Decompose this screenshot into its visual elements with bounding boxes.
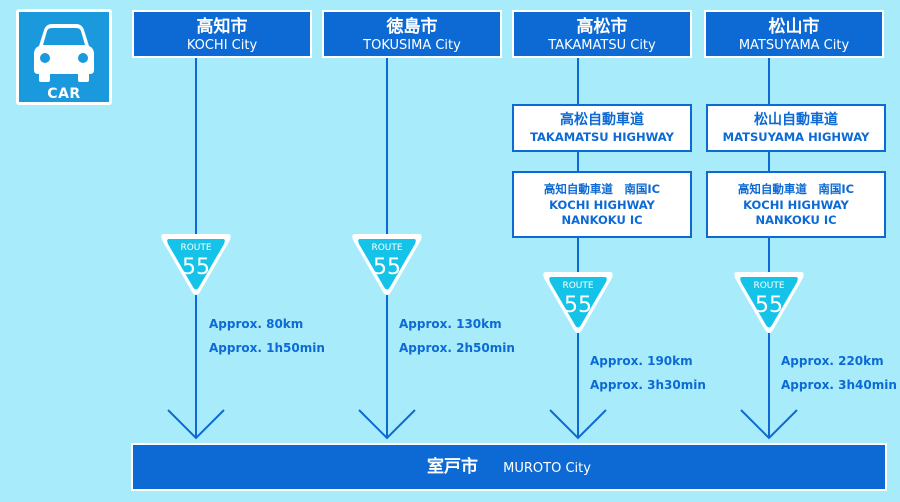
route-number: 55	[755, 293, 783, 318]
arrowhead-tokushima	[358, 409, 416, 440]
route-shield-kochi: ROUTE 55	[161, 234, 231, 295]
highway-takamatsu: 高松自動車道 TAKAMATSU HIGHWAY	[512, 104, 692, 152]
distance-takamatsu: Approx. 190km Approx. 3h30min	[590, 349, 706, 397]
city-name-en: TOKUSIMA City	[363, 38, 461, 53]
city-name-en: KOCHI City	[186, 38, 258, 53]
route-number: 55	[564, 293, 592, 318]
destination-name-en: MUROTO City	[503, 461, 591, 476]
interchange-name-jp: 高知自動車道 南国IC	[543, 182, 661, 196]
origin-matsuyama: 松山市 MATSUYAMA City	[704, 10, 884, 58]
interchange-ic-en: NANKOKU IC	[561, 213, 643, 227]
destination-name-jp: 室戸市	[427, 457, 479, 477]
city-name-jp: 高松市	[576, 17, 628, 37]
route-label: ROUTE	[562, 281, 593, 291]
route-label: ROUTE	[180, 243, 211, 253]
distance-kochi: Approx. 80km Approx. 1h50min	[209, 312, 325, 360]
distance-matsuyama: Approx. 220km Approx. 3h40min	[781, 349, 897, 397]
city-name-jp: 徳島市	[386, 17, 438, 37]
route-number: 55	[182, 255, 210, 280]
distance-text: Approx. 190km	[590, 354, 693, 368]
origin-kochi: 高知市 KOCHI City	[132, 10, 312, 58]
origin-takamatsu: 高松市 TAKAMATSU City	[512, 10, 692, 58]
highway-matsuyama: 松山自動車道 MATSUYAMA HIGHWAY	[706, 104, 886, 152]
route-shield-tokushima: ROUTE 55	[352, 234, 422, 295]
city-name-jp: 松山市	[768, 17, 820, 37]
highway-name-jp: 松山自動車道	[754, 112, 838, 128]
arrowhead-takamatsu	[549, 409, 607, 440]
car-badge: CAR	[16, 9, 112, 105]
highway-name-en: TAKAMATSU HIGHWAY	[530, 130, 674, 144]
time-text: Approx. 3h30min	[590, 378, 706, 392]
time-text: Approx. 2h50min	[399, 341, 515, 355]
distance-text: Approx. 80km	[209, 317, 304, 331]
distance-text: Approx. 130km	[399, 317, 502, 331]
route-label: ROUTE	[371, 243, 402, 253]
time-text: Approx. 1h50min	[209, 341, 325, 355]
destination-muroto: 室戸市 MUROTO City	[131, 443, 887, 491]
car-icon	[34, 24, 94, 82]
route-number: 55	[373, 255, 401, 280]
route-label: ROUTE	[753, 281, 784, 291]
interchange-ic-en: NANKOKU IC	[755, 213, 837, 227]
interchange-name-jp: 高知自動車道 南国IC	[737, 182, 855, 196]
arrowhead-matsuyama	[740, 409, 798, 440]
route-shield-matsuyama: ROUTE 55	[734, 272, 804, 333]
interchange-takamatsu: 高知自動車道 南国IC KOCHI HIGHWAY NANKOKU IC	[512, 171, 692, 238]
highway-name-jp: 高松自動車道	[560, 112, 644, 128]
distance-tokushima: Approx. 130km Approx. 2h50min	[399, 312, 515, 360]
time-text: Approx. 3h40min	[781, 378, 897, 392]
route-shield-takamatsu: ROUTE 55	[543, 272, 613, 333]
car-label: CAR	[47, 86, 81, 102]
arrowhead-kochi	[167, 409, 225, 440]
city-name-jp: 高知市	[196, 17, 248, 37]
interchange-matsuyama: 高知自動車道 南国IC KOCHI HIGHWAY NANKOKU IC	[706, 171, 886, 238]
origin-tokushima: 徳島市 TOKUSIMA City	[322, 10, 502, 58]
distance-text: Approx. 220km	[781, 354, 884, 368]
interchange-highway-en: KOCHI HIGHWAY	[549, 198, 655, 212]
city-name-en: TAKAMATSU City	[548, 38, 656, 53]
highway-name-en: MATSUYAMA HIGHWAY	[722, 130, 870, 144]
interchange-highway-en: KOCHI HIGHWAY	[743, 198, 849, 212]
city-name-en: MATSUYAMA City	[738, 38, 850, 53]
